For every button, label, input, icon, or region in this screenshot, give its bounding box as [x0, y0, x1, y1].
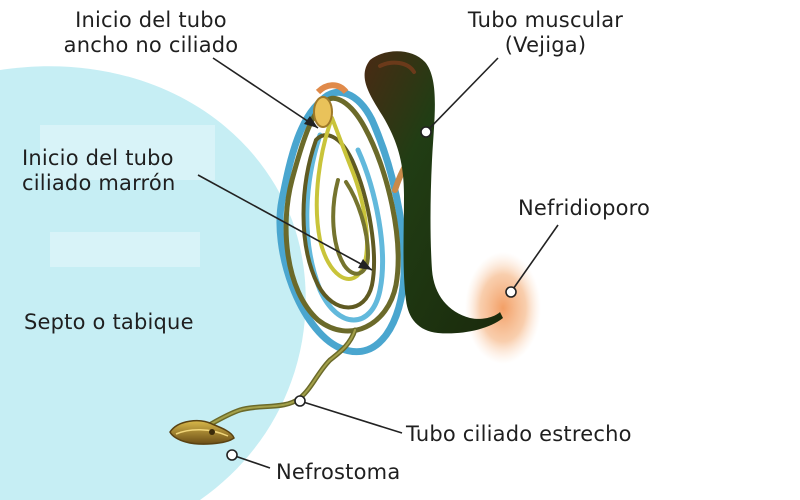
label-narrow-ciliated: Tubo ciliado estrecho	[406, 422, 632, 446]
wide-tube-orange	[315, 82, 349, 95]
label-ciliated-brown-line1: Inicio del tubo	[22, 146, 174, 170]
label-muscular-tube: Tubo muscular (Vejiga)	[448, 8, 643, 58]
yellow-tubule	[314, 116, 369, 281]
dot-narrow-ciliated	[294, 395, 306, 407]
label-septum: Septo o tabique	[24, 310, 194, 334]
dot-nephridiopore	[505, 286, 517, 298]
leader-nephrostome	[231, 454, 271, 469]
leader-wide-tube	[212, 57, 319, 129]
leader-narrow-ciliated	[299, 400, 403, 434]
leader-dots	[226, 126, 517, 461]
septum-label-box-1	[40, 125, 215, 180]
label-ciliated-brown-line2: ciliado marrón	[22, 171, 176, 195]
olive-tubule-outer	[283, 95, 401, 334]
dot-nephrostome	[226, 449, 238, 461]
olive-tubule-inner	[331, 178, 370, 276]
label-nephridiopore: Nefridioporo	[518, 196, 651, 220]
nephridiopore-glow	[465, 252, 541, 364]
arrowhead-ciliated-brown	[358, 259, 372, 270]
wide-tube-start	[313, 96, 333, 128]
leader-muscular-tube	[425, 57, 499, 133]
label-muscular-tube-line1: Tubo muscular	[467, 8, 624, 32]
olive-tubule-mid	[301, 133, 376, 310]
blue-tubule	[276, 88, 408, 356]
leader-lines	[197, 57, 559, 469]
label-wide-tube-line1: Inicio del tubo	[75, 8, 227, 32]
leader-ciliated-brown	[197, 174, 373, 271]
label-nephrostome: Nefrostoma	[276, 460, 401, 484]
bladder	[364, 51, 503, 334]
leader-nephridiopore	[510, 224, 559, 293]
label-ciliated-brown: Inicio del tubo ciliado marrón	[22, 146, 176, 196]
label-muscular-tube-line2: (Vejiga)	[504, 33, 587, 57]
bladder-highlight	[378, 60, 416, 74]
blue-tubule-inner	[304, 132, 386, 323]
arrowhead-wide-tube	[304, 116, 318, 128]
label-wide-tube: Inicio del tubo ancho no ciliado	[46, 8, 256, 58]
nephrostome-funnel	[169, 419, 235, 445]
septum-label-box-2	[50, 232, 200, 267]
label-wide-tube-line2: ancho no ciliado	[63, 33, 239, 57]
dot-muscular-tube	[420, 126, 432, 138]
